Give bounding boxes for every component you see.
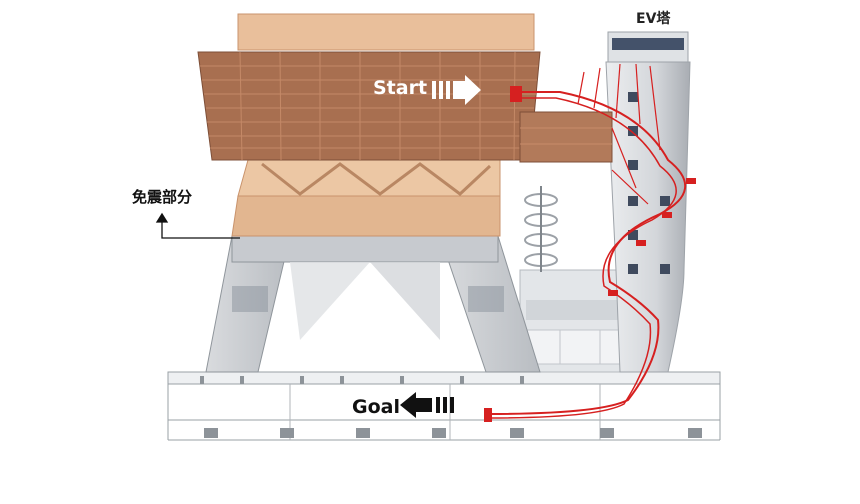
isolation-pointer-icon (155, 212, 240, 239)
isolation-layer (231, 159, 501, 237)
start-label: Start (373, 77, 428, 99)
start-arrow-icon (432, 75, 481, 105)
upper-building (197, 13, 613, 163)
spiral-slide (484, 63, 696, 422)
ev-tower (605, 31, 691, 373)
support-legs (205, 235, 541, 373)
isolation-part-label: 免震部分 (132, 188, 193, 206)
foundation-frame (167, 371, 721, 441)
goal-label: Goal (352, 396, 400, 418)
ev-tower-label: EV塔 (636, 11, 671, 27)
goal-arrow-icon (400, 392, 454, 418)
spiral-staircase (524, 186, 558, 272)
